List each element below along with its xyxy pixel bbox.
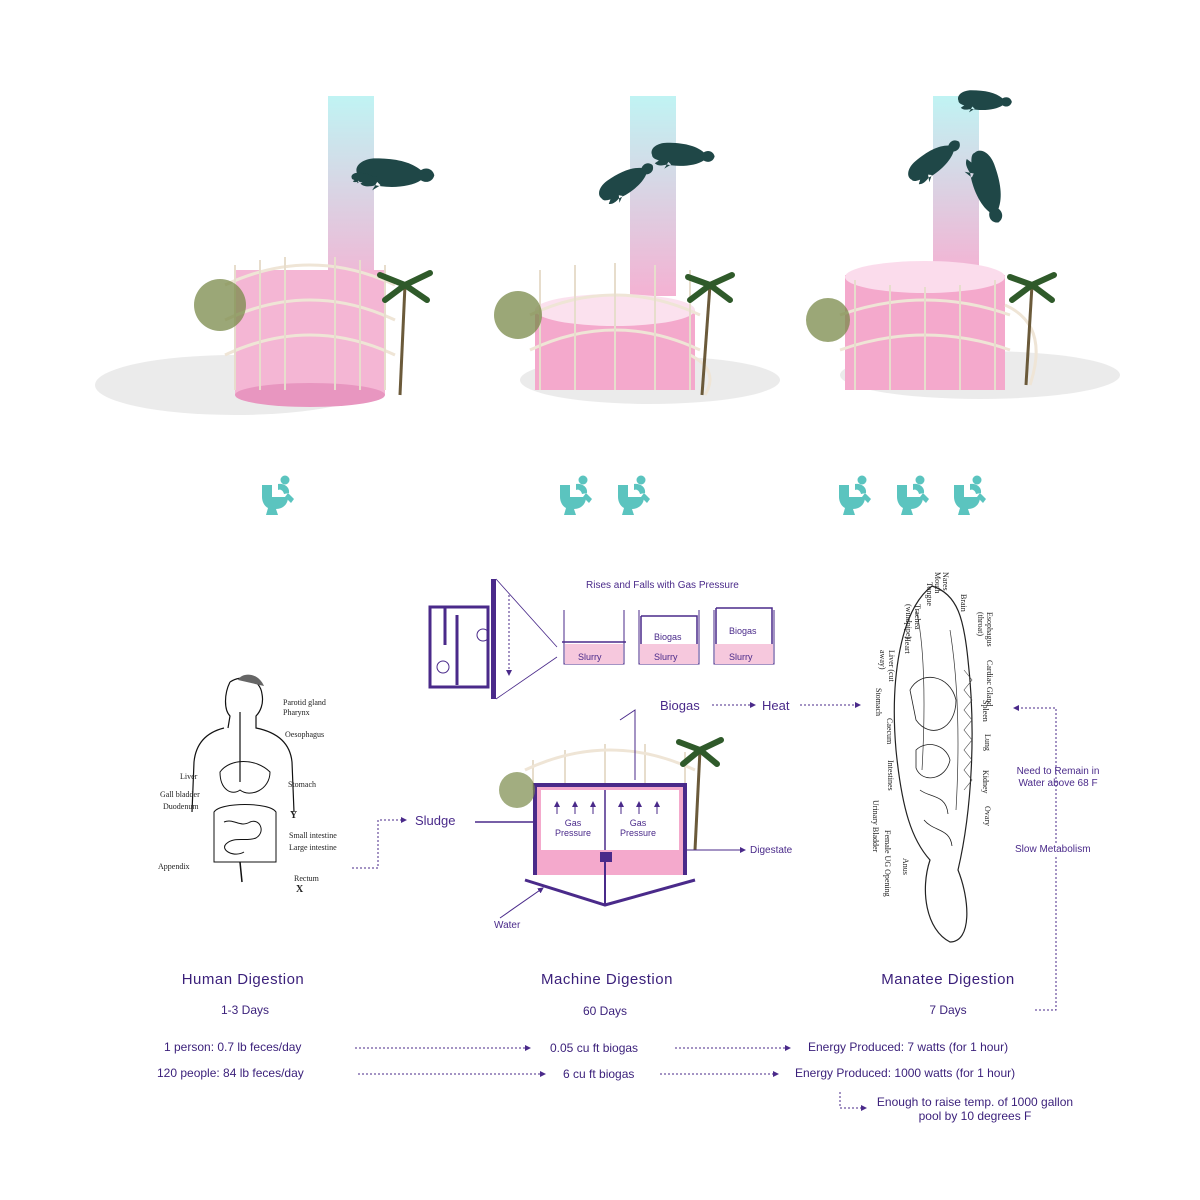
building-render <box>95 257 433 415</box>
state-2-top: Biogas <box>654 632 682 642</box>
label-x: X <box>296 884 304 895</box>
water-label: Water <box>494 920 521 931</box>
state-3-bottom: Slurry <box>729 652 753 662</box>
label-parotid: Parotid gland <box>283 698 326 707</box>
biogas-label: Biogas <box>660 698 700 713</box>
gasholder-section <box>428 578 558 700</box>
machine-digestion-title: Machine Digestion <box>541 971 673 988</box>
label-large: Large intestine <box>289 843 337 852</box>
label-rectum: Rectum <box>294 874 319 883</box>
gasholder-state-2 <box>638 610 700 665</box>
gas-pressure-right: Gas Pressure <box>619 818 656 838</box>
label-oesophagus: Oesophagus <box>285 730 325 739</box>
sludge-label: Sludge <box>415 813 456 828</box>
gasholder-state-1 <box>562 610 626 665</box>
row-2-input: 120 people: 84 lb feces/day <box>157 1066 304 1080</box>
light-beam-3 <box>933 96 979 276</box>
state-1-bottom: Slurry <box>578 652 602 662</box>
label-y: Y <box>290 810 298 821</box>
pool-note: Enough to raise temp. of 1000 gallon poo… <box>876 1095 1074 1123</box>
human-digestion-days: 1-3 Days <box>220 1003 270 1017</box>
label-small: Small intestine <box>289 831 337 840</box>
label-appendix: Appendix <box>158 862 190 871</box>
machine-digestion-days: 60 Days <box>582 1004 628 1018</box>
state-2-bottom: Slurry <box>654 652 678 662</box>
slow-metabolism-label: Slow Metabolism <box>1015 844 1091 855</box>
label-liver: Liver <box>180 772 198 781</box>
gas-pressure-left: Gas Pressure <box>554 818 591 838</box>
label-pharynx: Pharynx <box>283 708 310 717</box>
need-warm-label: Need to Remain in Water above 68 F <box>1016 766 1100 789</box>
row-2-biogas: 6 cu ft biogas <box>563 1067 635 1081</box>
manatee-digestion-days: 7 Days <box>929 1003 967 1017</box>
building-render <box>806 261 1120 399</box>
manatee-digestion-title: Manatee Digestion <box>881 971 1015 988</box>
heat-label: Heat <box>762 698 790 713</box>
label-stomach: Stomach <box>288 780 316 789</box>
building-render <box>494 263 780 404</box>
row-1-biogas: 0.05 cu ft biogas <box>550 1041 639 1055</box>
gasholder-state-3 <box>713 607 775 665</box>
gasholder-caption: Rises and Falls with Gas Pressure <box>586 580 739 591</box>
row-2-energy: Energy Produced: 1000 watts (for 1 hour) <box>795 1066 1016 1080</box>
digestate-label: Digestate <box>750 845 793 856</box>
light-beam-2 <box>630 96 676 296</box>
state-3-top: Biogas <box>729 626 757 636</box>
row-1-energy: Energy Produced: 7 watts (for 1 hour) <box>808 1040 1009 1054</box>
manatee-anatomy-drawing <box>893 585 973 943</box>
human-body-outline <box>191 674 295 883</box>
human-digestion-title: Human Digestion <box>181 971 305 988</box>
label-duodenum: Duodenum <box>163 802 199 811</box>
digester-section <box>475 709 746 919</box>
row-1-input: 1 person: 0.7 lb feces/day <box>164 1040 302 1054</box>
label-gall: Gall bladder <box>160 790 200 799</box>
